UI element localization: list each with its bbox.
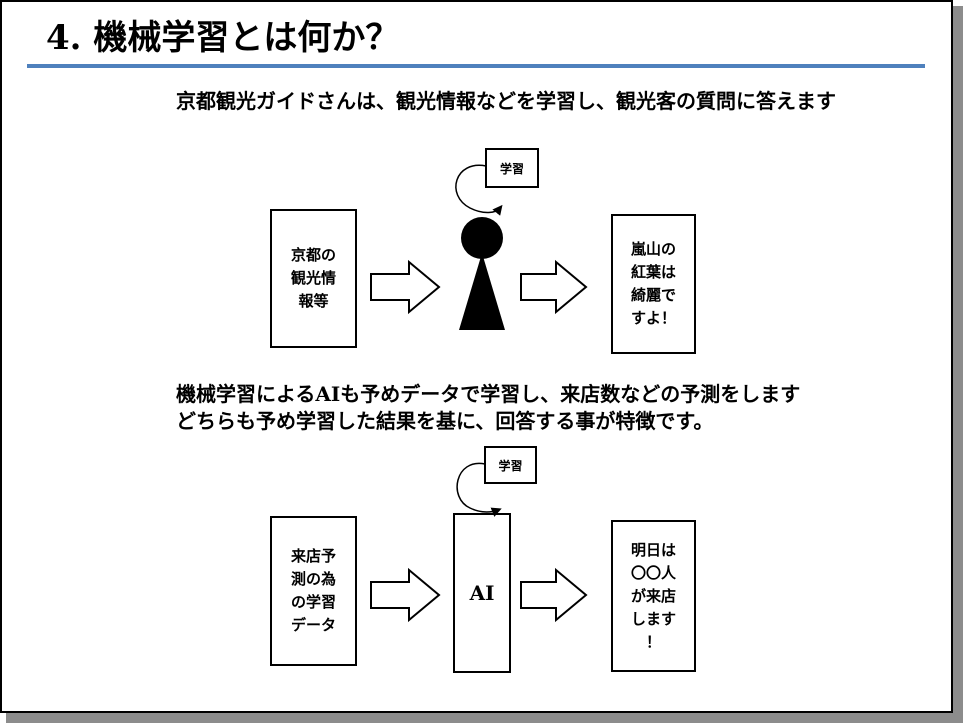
input-line: 測の為 bbox=[290, 570, 336, 588]
middle-text-line-2: どちらも予め学習した結果を基に、回答する事が特徴です。 bbox=[176, 409, 714, 433]
output-line: 綺麗で bbox=[630, 286, 676, 304]
output-line: が来店 bbox=[630, 586, 676, 605]
output-line: します bbox=[630, 609, 676, 628]
output-line: 嵐山の bbox=[630, 240, 676, 258]
output-line: 明日は bbox=[630, 540, 676, 559]
ai-box: AI bbox=[453, 513, 511, 673]
learning-tag-bottom: 学習 bbox=[484, 446, 537, 484]
store-prediction-input-box: 来店予 測の為 の学習 データ bbox=[270, 516, 357, 666]
arrow-right-icon bbox=[520, 259, 588, 315]
person-head-icon bbox=[461, 217, 503, 259]
person-body-icon bbox=[459, 253, 505, 330]
arrow-right-icon bbox=[370, 567, 441, 623]
intro-text: 京都観光ガイドさんは、観光情報などを学習し、観光客の質問に答えます bbox=[176, 89, 836, 113]
ai-label: AI bbox=[469, 580, 495, 605]
input-line: 報等 bbox=[298, 292, 329, 310]
arrow-right-icon bbox=[520, 567, 588, 623]
output-line: すよ！ bbox=[630, 309, 676, 327]
output-line: ！ bbox=[645, 632, 661, 651]
input-line: 観光情 bbox=[290, 269, 336, 287]
input-line: の学習 bbox=[290, 593, 336, 611]
input-line: 京都の bbox=[290, 246, 336, 264]
slide-shadow-right bbox=[953, 6, 963, 723]
output-line: 〇〇人 bbox=[630, 563, 676, 582]
input-line: データ bbox=[290, 616, 336, 634]
learning-loop-arrow-icon bbox=[456, 462, 502, 517]
learning-loop-arrow-icon bbox=[455, 164, 503, 216]
ai-prediction-output-box: 明日は 〇〇人 が来店 します ！ bbox=[611, 520, 696, 672]
guide-answer-output-box: 嵐山の 紅葉は 綺麗で すよ！ bbox=[611, 214, 696, 354]
slide-title: 4. 機械学習とは何か？ bbox=[46, 18, 400, 58]
input-line: 来店予 bbox=[290, 547, 336, 565]
arrow-right-icon bbox=[370, 259, 441, 315]
title-underline bbox=[27, 64, 925, 68]
learning-tag-top: 学習 bbox=[485, 148, 539, 188]
output-line: 紅葉は bbox=[630, 263, 676, 281]
slide-shadow-bottom bbox=[6, 713, 963, 723]
middle-text-line-1: 機械学習によるAIも予めデータで学習し、来店数などの予測をします bbox=[176, 382, 801, 406]
tourist-info-input-box: 京都の 観光情 報等 bbox=[270, 209, 357, 348]
